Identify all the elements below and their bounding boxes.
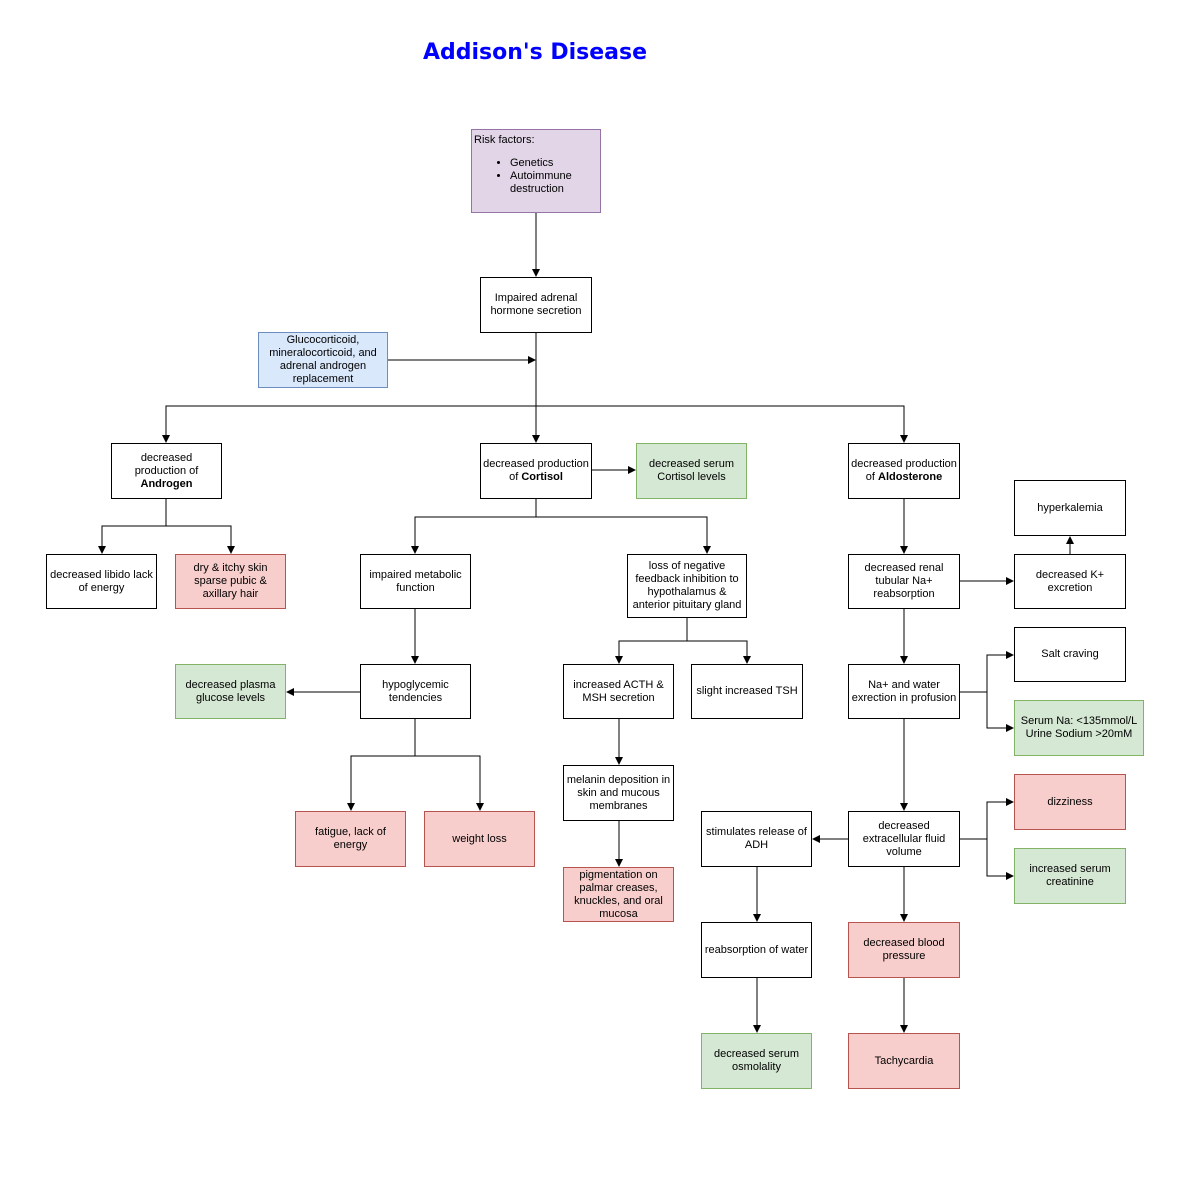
- treatment-node: Glucocorticoid, mineralocorticoid, and a…: [258, 332, 388, 388]
- fatigue-node: fatigue, lack of energy: [295, 811, 406, 867]
- edge: [536, 516, 711, 554]
- weight-loss-node: weight loss: [424, 811, 535, 867]
- aldosterone-node: decreased production of Aldosterone: [848, 443, 960, 499]
- pigmentation-node: pigmentation on palmar creases, knuckles…: [563, 867, 674, 922]
- androgen-node: decreased production of Androgen: [111, 443, 222, 499]
- creatinine-node: increased serum creatinine: [1014, 848, 1126, 904]
- node-text: decreased production of: [483, 458, 589, 483]
- edge: [960, 798, 1014, 840]
- blood-pressure-node: decreased blood pressure: [848, 922, 960, 978]
- tsh-node: slight increased TSH: [691, 664, 803, 719]
- node-bold-text: Cortisol: [521, 471, 563, 483]
- edge: [536, 405, 908, 443]
- salt-craving-node: Salt craving: [1014, 627, 1126, 682]
- na-water-node: Na+ and water exrection in profusion: [848, 664, 960, 719]
- edge: [960, 651, 1014, 693]
- dizziness-node: dizziness: [1014, 774, 1126, 830]
- k-excretion-node: decreased K+ excretion: [1014, 554, 1126, 609]
- risk-heading: Risk factors:: [474, 134, 535, 146]
- adh-node: stimulates release of ADH: [701, 811, 812, 867]
- edge: [415, 755, 484, 811]
- renal-node: decreased renal tubular Na+ reabsorption: [848, 554, 960, 609]
- feedback-node: loss of negative feedback inhibition to …: [627, 554, 747, 618]
- edge: [411, 499, 537, 554]
- node-bold-text: Androgen: [140, 477, 193, 490]
- node-text: decreased production of: [134, 451, 199, 477]
- osmolality-node: decreased serum osmolality: [701, 1033, 812, 1089]
- cortisol-node: decreased production of Cortisol: [480, 443, 592, 499]
- edge: [166, 525, 235, 554]
- serum-na-node: Serum Na: <135mmol/L Urine Sodium >20mM: [1014, 700, 1144, 756]
- risk-factors-box: Risk factors: Genetics Autoimmune destru…: [471, 129, 601, 213]
- edge: [986, 692, 1014, 732]
- impaired-secretion-node: Impaired adrenal hormone secretion: [480, 277, 592, 333]
- edge: [986, 839, 1014, 880]
- reabsorption-node: reabsorption of water: [701, 922, 812, 978]
- edge: [347, 719, 416, 811]
- skin-node: dry & itchy skin sparse pubic & axillary…: [175, 554, 286, 609]
- node-bold-text: Aldosterone: [878, 471, 943, 483]
- melanin-node: melanin deposition in skin and mucous me…: [563, 765, 674, 821]
- plasma-glucose-node: decreased plasma glucose levels: [175, 664, 286, 719]
- metabolic-node: impaired metabolic function: [360, 554, 471, 609]
- diagram-title: Addison's Disease: [422, 40, 648, 65]
- risk-item: Genetics: [510, 157, 598, 170]
- edge: [162, 405, 536, 443]
- hyperkalemia-node: hyperkalemia: [1014, 480, 1126, 536]
- edge: [615, 618, 688, 664]
- edge: [687, 640, 751, 664]
- ecf-node: decreased extracellular fluid volume: [848, 811, 960, 867]
- node-text: decreased production of: [851, 458, 957, 483]
- serum-cortisol-node: decreased serum Cortisol levels: [636, 443, 747, 499]
- edge: [98, 499, 167, 554]
- acth-node: increased ACTH & MSH secretion: [563, 664, 674, 719]
- hypoglycemic-node: hypoglycemic tendencies: [360, 664, 471, 719]
- libido-node: decreased libido lack of energy: [46, 554, 157, 609]
- tachycardia-node: Tachycardia: [848, 1033, 960, 1089]
- risk-item: Autoimmune destruction: [510, 170, 598, 196]
